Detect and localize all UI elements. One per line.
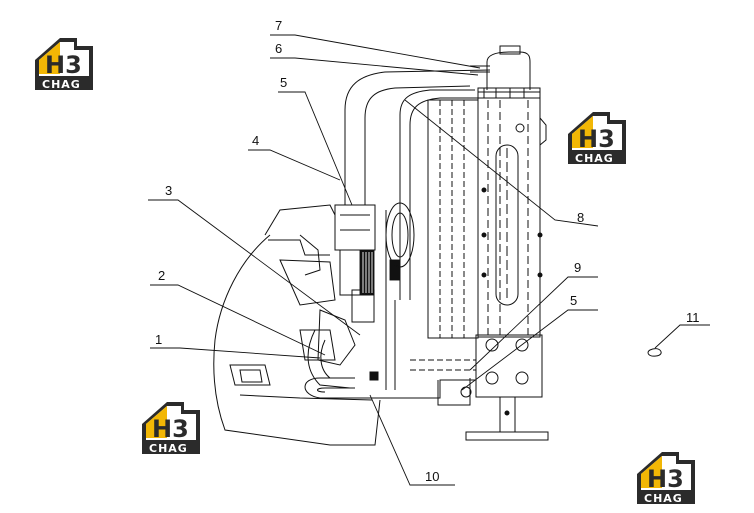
svg-text:H3: H3 <box>647 465 684 493</box>
brand-logo-right: H3 CHAG <box>568 112 626 165</box>
callout-2: 2 <box>158 268 165 283</box>
upper-hose <box>344 69 491 300</box>
svg-text:H3: H3 <box>152 415 189 443</box>
belt-coil <box>359 249 401 296</box>
svg-text:CHAG: CHAG <box>149 442 188 455</box>
radiator <box>427 91 547 339</box>
callout-5-lower: 5 <box>570 293 577 308</box>
callout-7: 7 <box>275 18 282 33</box>
callout-11: 11 <box>686 310 700 325</box>
svg-text:CHAG: CHAG <box>575 152 614 165</box>
header-tank <box>470 45 541 99</box>
lower-hose <box>304 371 476 406</box>
brand-logo-bottom-right: H3 CHAG <box>637 452 695 505</box>
o-ring-part <box>647 348 662 357</box>
leader-lines <box>148 34 710 486</box>
svg-text:H3: H3 <box>45 51 82 79</box>
svg-text:H3: H3 <box>578 125 615 153</box>
mount-bracket <box>410 334 549 441</box>
callout-4: 4 <box>252 133 259 148</box>
callout-10: 10 <box>425 469 439 484</box>
callout-3: 3 <box>165 183 172 198</box>
callout-8: 8 <box>577 210 584 225</box>
engine-block <box>213 204 381 446</box>
brand-logo-top-left: H3 CHAG <box>35 38 93 91</box>
svg-text:CHAG: CHAG <box>42 78 81 91</box>
callout-9: 9 <box>574 260 581 275</box>
callout-6: 6 <box>275 41 282 56</box>
callout-5-upper: 5 <box>280 75 287 90</box>
brand-logo-bottom-left: H3 CHAG <box>142 402 200 455</box>
callout-1: 1 <box>155 332 162 347</box>
svg-text:CHAG: CHAG <box>644 492 683 505</box>
